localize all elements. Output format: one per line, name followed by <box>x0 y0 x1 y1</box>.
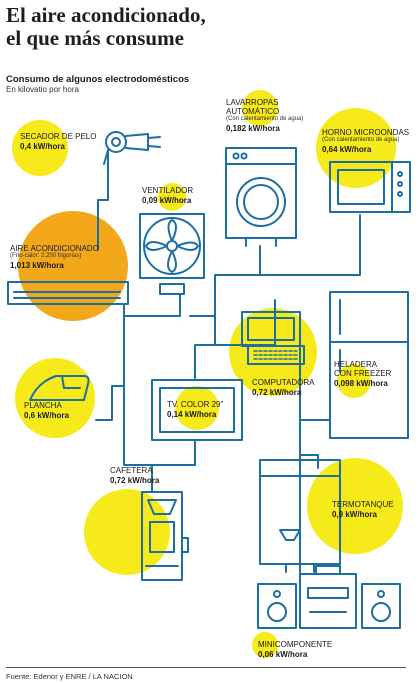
computadora-name: COMPUTADORA <box>252 378 315 387</box>
mini-hifi-icon <box>257 565 401 629</box>
lavarropas-circle <box>242 90 278 126</box>
label-aire: AIRE ACONDICIONADO (Frío-calor: 2.200 fr… <box>10 244 99 271</box>
label-minicomponente: MINICOMPONENTE 0,06 kW/hora <box>258 640 332 660</box>
secador-circle <box>12 120 68 176</box>
heladera-name: HELADERA CON FREEZER <box>334 360 392 378</box>
consumption-circles <box>12 90 403 658</box>
plancha-name: PLANCHA <box>24 401 62 410</box>
page-title: El aire acondicionado, el que más consum… <box>6 3 206 50</box>
microondas-circle <box>316 108 396 188</box>
tv-icon <box>151 379 243 441</box>
label-termotanque: TERMOTANQUE 0,9 kW/hora <box>332 500 394 520</box>
source-credit: Fuente: Edenor y ENRE / LA NACION <box>6 672 133 681</box>
tv-name: TV. COLOR 29" <box>167 400 224 409</box>
ventilador-name: VENTILADOR <box>142 186 194 195</box>
microwave-icon <box>329 161 411 213</box>
microondas-name: HORNO MICROONDAS <box>322 128 410 137</box>
tv-circle <box>175 386 219 430</box>
label-secador: SECADOR DE PELO 0,4 kW/hora <box>20 132 96 152</box>
label-computadora: COMPUTADORA 0,72 kW/hora <box>252 378 315 398</box>
footer-divider <box>6 667 406 668</box>
label-microondas: HORNO MICROONDAS (Con calentamiento de a… <box>322 128 409 155</box>
heladera-circle <box>337 364 371 398</box>
microondas-value: 0,64 kW/hora <box>322 145 372 154</box>
plancha-value: 0,6 kW/hora <box>24 411 69 420</box>
aire-circle <box>18 211 128 321</box>
hair-dryer-icon <box>103 131 161 165</box>
label-ventilador: VENTILADOR 0,09 kW/hora <box>142 186 193 206</box>
lavarropas-value: 0,182 kW/hora <box>226 124 280 133</box>
heladera-value: 0,098 kW/hora <box>334 379 388 388</box>
termotanque-circle <box>307 458 403 554</box>
lavarropas-name: LAVARROPAS AUTOMÁTICO <box>226 98 280 116</box>
microondas-note: (Con calentamiento de agua) <box>322 137 400 143</box>
fan-icon <box>139 213 205 295</box>
chart-subtitle: Consumo de algunos electrodomésticos <box>6 74 190 85</box>
tv-value: 0,14 kW/hora <box>167 410 217 419</box>
secador-name: SECADOR DE PELO <box>20 132 97 141</box>
plancha-circle <box>15 358 95 438</box>
aire-name: AIRE ACONDICIONADO <box>10 244 99 253</box>
termotanque-name: TERMOTANQUE <box>332 500 394 509</box>
coffee-maker-icon <box>141 491 189 581</box>
ventilador-value: 0,09 kW/hora <box>142 196 192 205</box>
computadora-value: 0,72 kW/hora <box>252 388 302 397</box>
label-heladera: HELADERA CON FREEZER 0,098 kW/hora <box>334 360 391 389</box>
minicomponente-name: MINICOMPONENTE <box>258 640 333 649</box>
minicomponente-circle <box>252 632 278 658</box>
lavarropas-note: (Con calentamiento de agua) <box>226 116 304 122</box>
air-conditioner-icon <box>7 281 129 305</box>
termotanque-value: 0,9 kW/hora <box>332 510 377 519</box>
minicomponente-value: 0,06 kW/hora <box>258 650 308 659</box>
fridge-icon <box>329 291 409 439</box>
label-plancha: PLANCHA 0,6 kW/hora <box>24 401 69 421</box>
secador-value: 0,4 kW/hora <box>20 142 65 151</box>
cafetera-value: 0,72 kW/hora <box>110 476 160 485</box>
cafetera-circle <box>84 489 170 575</box>
cafetera-name: CAFETERA <box>110 466 153 475</box>
label-lavarropas: LAVARROPAS AUTOMÁTICO (Con calentamiento… <box>226 98 303 134</box>
label-tv: TV. COLOR 29" 0,14 kW/hora <box>167 400 223 420</box>
unit-note: En kilovatio por hora <box>6 85 79 94</box>
computer-icon <box>241 311 305 365</box>
iron-icon <box>29 375 90 401</box>
ventilador-circle <box>158 183 186 211</box>
washing-machine-icon <box>225 147 297 247</box>
label-cafetera: CAFETERA 0,72 kW/hora <box>110 466 159 486</box>
water-heater-icon <box>259 459 341 573</box>
aire-value: 1,013 kW/hora <box>10 261 64 270</box>
aire-note: (Frío-calor: 2.200 frigorías) <box>10 253 82 259</box>
